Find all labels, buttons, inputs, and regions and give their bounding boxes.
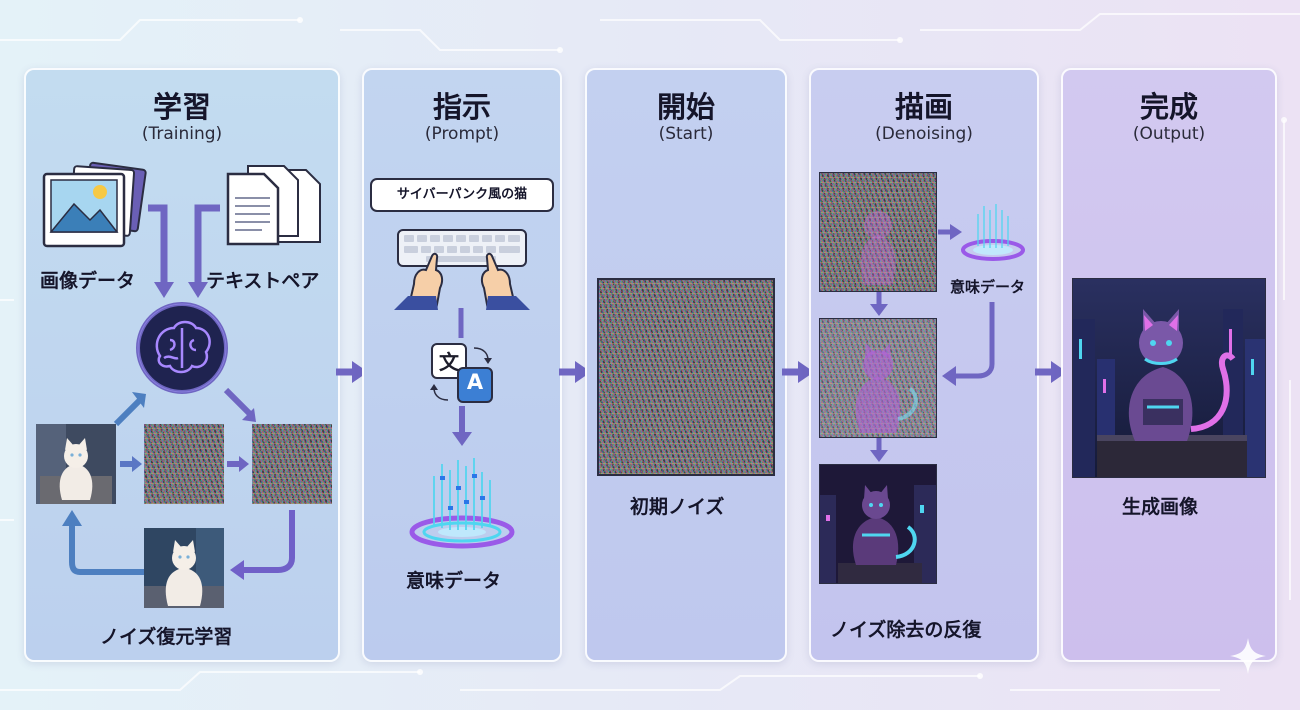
- restored-cat-image: [144, 528, 224, 608]
- keyboard-typing-icon: [394, 229, 530, 310]
- denoise-step-1-image: [819, 172, 937, 292]
- stage-subtitle: (Prompt): [424, 124, 500, 144]
- image-data-label: 画像データ: [40, 270, 136, 292]
- stage-subtitle: (Training): [141, 124, 223, 144]
- brain-icon: [136, 302, 228, 394]
- semantic-data-label: 意味データ: [406, 570, 502, 592]
- denoise-step-2-image: [819, 318, 937, 438]
- stage-subtitle: (Start): [658, 124, 714, 144]
- arrow-right-icon: [938, 224, 962, 240]
- arrow-down-icon: [870, 438, 888, 462]
- sparkle-icon: [1230, 638, 1266, 674]
- stage-title: 完成: [1139, 90, 1198, 124]
- initial-noise-image: [597, 278, 775, 476]
- denoise-iteration-label: ノイズ除去の反復: [830, 619, 982, 641]
- stage-arrow-4-icon: [1035, 361, 1067, 383]
- stage-subtitle: (Denoising): [875, 124, 973, 144]
- prompt-text-bubble: サイバーパンク風の猫: [370, 178, 554, 212]
- semantic-data-label: 意味データ: [950, 278, 1026, 296]
- training-cat-image: [36, 424, 116, 504]
- denoise-step-3-image: [819, 464, 937, 584]
- partial-noise-image: [144, 424, 224, 504]
- full-noise-image: [252, 424, 332, 504]
- text-pair-icon: [226, 165, 321, 246]
- input-to-brain-arrows: [148, 204, 220, 298]
- stage-arrow-2-icon: [559, 361, 591, 383]
- stage-arrow-3-icon: [782, 361, 814, 383]
- arrow-right-icon: [227, 456, 249, 472]
- translate-target-glyph: A: [466, 370, 484, 394]
- semantic-data-small-icon: [961, 204, 1025, 261]
- translate-icon: 文 A: [430, 342, 496, 406]
- generated-image-label: 生成画像: [1122, 496, 1199, 518]
- semantic-to-image-arrow: [942, 302, 995, 386]
- connector-line: [458, 308, 464, 338]
- stage-title: 学習: [152, 90, 211, 124]
- loop-diagonal-arrows: [113, 387, 256, 427]
- stage-title: 描画: [894, 90, 953, 124]
- arrow-down-icon: [870, 292, 888, 316]
- arrow-right-icon: [120, 456, 142, 472]
- stage-title: 指示: [432, 90, 491, 124]
- stage-subtitle: (Output): [1132, 124, 1206, 144]
- semantic-data-hologram-icon: [409, 458, 515, 549]
- generated-cat-image: [1072, 278, 1266, 478]
- stage-arrow-1-icon: [336, 361, 368, 383]
- text-pair-label: テキストペア: [206, 270, 320, 292]
- translate-source-glyph: 文: [439, 350, 459, 374]
- noise-restore-label: ノイズ復元学習: [100, 626, 233, 648]
- loop-return-arrow: [230, 510, 295, 580]
- image-data-icon: [42, 161, 147, 248]
- initial-noise-label: 初期ノイズ: [630, 496, 725, 518]
- stage-title: 開始: [656, 90, 715, 124]
- arrow-down-icon: [452, 406, 472, 446]
- loop-up-arrow: [62, 510, 144, 575]
